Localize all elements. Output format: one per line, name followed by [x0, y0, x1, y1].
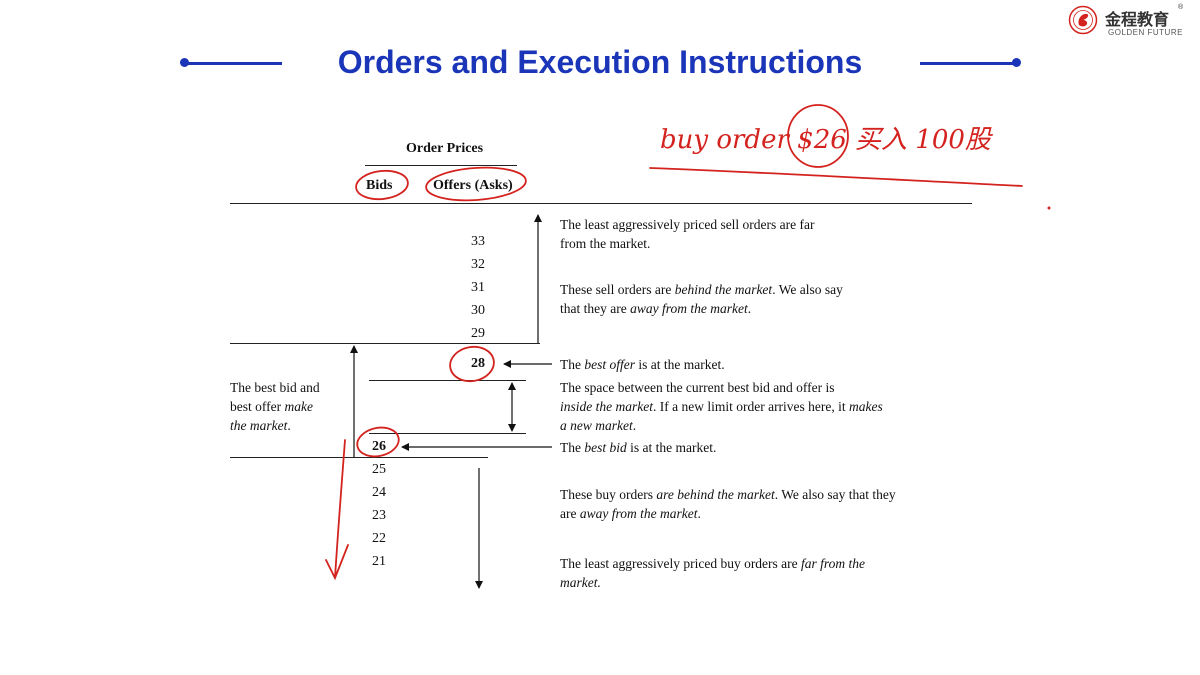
note-best-offer: The best offer is at the market. — [560, 357, 725, 372]
best-offer-underline — [369, 380, 526, 381]
title-right-dot — [1012, 58, 1021, 67]
red-down-arrow-annotation — [325, 439, 349, 581]
offer-price-30: 30 — [471, 303, 485, 318]
note-behind-buy: These buy orders are behind the market. … — [560, 487, 896, 521]
header-underline — [365, 165, 517, 166]
best-bid-circle-annotation — [356, 426, 400, 458]
bid-price-25: 25 — [372, 462, 386, 477]
order-prices-header: Order Prices — [406, 141, 484, 156]
offers-circle-annotation — [425, 166, 527, 202]
offers-column-header: Offers (Asks) — [433, 178, 513, 193]
brand-name-cn: 金程教育 — [1105, 10, 1170, 29]
title-left-rule — [184, 62, 282, 65]
note-best-bid: The best bid is at the market. — [560, 440, 717, 455]
offer-price-29: 29 — [471, 326, 485, 341]
handwriting-underline-annotation — [649, 167, 1023, 187]
bids-column-header: Bids — [366, 178, 393, 193]
brand-registered-mark: ® — [1178, 4, 1184, 11]
brand-name-en: GOLDEN FUTURE — [1108, 28, 1183, 37]
offer-price-33: 33 — [471, 234, 485, 249]
market-upper-rule — [230, 343, 540, 344]
brand-logo — [1068, 5, 1098, 35]
bids-circle-annotation — [355, 169, 409, 201]
note-far-buy: The least aggressively priced buy orders… — [560, 556, 866, 590]
brand-seal-icon — [1068, 5, 1098, 35]
price-circle-annotation — [787, 104, 849, 168]
title-right-rule — [920, 62, 1016, 65]
best-bid-price: 26 — [372, 439, 386, 454]
stray-red-dot — [1047, 206, 1051, 210]
market-lower-rule — [230, 457, 488, 458]
handwritten-note: buy order $26 买入 100股 — [660, 125, 994, 155]
note-inside-market: The space between the current best bid a… — [560, 380, 883, 433]
bid-price-24: 24 — [372, 485, 386, 500]
best-offer-circle-annotation — [449, 345, 495, 383]
note-behind-sell: These sell orders are behind the market.… — [560, 282, 843, 316]
left-note: The best bid and best offer make the mar… — [230, 380, 320, 433]
best-offer-price: 28 — [471, 356, 485, 371]
best-bid-overline — [369, 433, 526, 434]
handwritten-annotations — [325, 104, 1023, 581]
bid-price-21: 21 — [372, 554, 386, 569]
offer-price-32: 32 — [471, 257, 485, 272]
top-rule — [230, 203, 972, 204]
bid-price-22: 22 — [372, 531, 386, 546]
note-far-sell: The least aggressively priced sell order… — [560, 217, 815, 251]
offer-price-31: 31 — [471, 280, 485, 295]
slide-title: Orders and Execution Instructions — [337, 44, 863, 80]
bid-price-23: 23 — [372, 508, 386, 523]
